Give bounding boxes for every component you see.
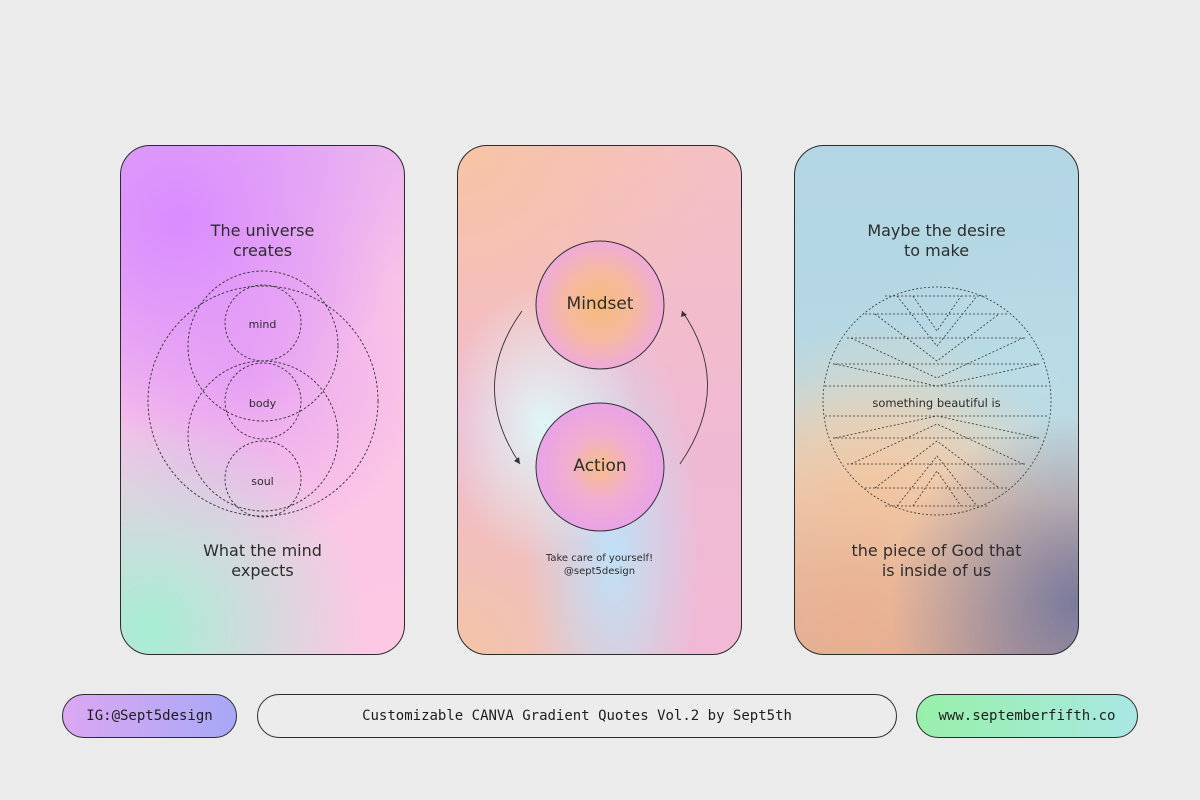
website-link-badge[interactable]: www.septemberfifth.co [916, 694, 1138, 738]
label-action: Action [573, 456, 627, 476]
card1-bottom-quote: What the mind expects [203, 541, 322, 580]
quote-card-mindset: Mindset Action Take care of yourself! @s… [457, 145, 742, 655]
card3-top-quote: Maybe the desire to make [867, 221, 1006, 260]
label-mindset: Mindset [566, 294, 634, 314]
card1-top-quote: The universe creates [210, 221, 315, 260]
quote-card-universe: The universe creates mind body soul What… [120, 145, 405, 655]
label-body: body [248, 397, 277, 410]
card3-middle-text: something beautiful is [872, 396, 1001, 410]
card2-footer-note: Take care of yourself! @sept5design [545, 553, 654, 577]
product-title-banner: Customizable CANVA Gradient Quotes Vol.2… [257, 694, 897, 738]
action-circle [535, 402, 665, 532]
mindset-circle [535, 240, 665, 370]
geometric-sphere-illustration [822, 286, 1052, 516]
venn-circles-illustration [147, 270, 379, 518]
mindset-action-cycle-illustration [494, 240, 708, 532]
label-soul: soul [251, 475, 274, 488]
quote-card-desire: Maybe the desire to make [794, 145, 1079, 655]
label-mind: mind [248, 318, 277, 331]
instagram-handle-badge[interactable]: IG:@Sept5design [62, 694, 237, 738]
card3-bottom-quote: the piece of God that is inside of us [851, 541, 1022, 580]
